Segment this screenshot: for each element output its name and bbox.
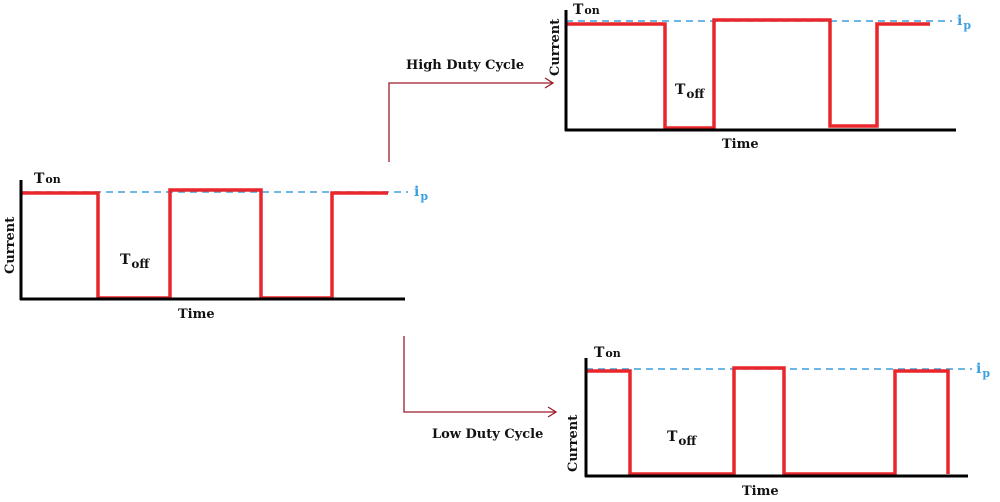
arrow-to-low-duty (403, 336, 558, 418)
arrowhead-icon (547, 406, 558, 418)
ip-label: ip (414, 184, 428, 203)
ip-label: ip (957, 13, 971, 32)
arrow-to-high-duty (388, 77, 555, 162)
chart-high-duty: Ton Toff ip Current Time (548, 2, 971, 152)
toff-label: Toff (120, 252, 150, 271)
pulse-waveform (566, 18, 930, 130)
ton-label: Ton (34, 171, 61, 187)
x-axis-label: Time (722, 137, 759, 152)
toff-label: Toff (667, 429, 697, 448)
y-axis-label: Current (548, 19, 563, 76)
y-axis-label: Current (3, 217, 18, 274)
ton-label: Ton (573, 2, 600, 18)
x-axis-label: Time (178, 307, 215, 322)
y-axis-label: Current (566, 415, 581, 472)
toff-label: Toff (675, 82, 705, 101)
chart-low-duty: Ton Toff ip Current Time (566, 345, 990, 499)
low-duty-label: Low Duty Cycle (432, 427, 543, 442)
ip-label: ip (976, 361, 990, 380)
arrowhead-icon (544, 77, 555, 89)
x-axis-label: Time (742, 484, 779, 499)
pulse-waveform (22, 188, 388, 300)
high-duty-label: High Duty Cycle (406, 58, 524, 73)
ton-label: Ton (594, 345, 621, 361)
pulse-waveform (586, 366, 950, 476)
chart-original: Ton Toff ip Current Time (3, 171, 428, 322)
